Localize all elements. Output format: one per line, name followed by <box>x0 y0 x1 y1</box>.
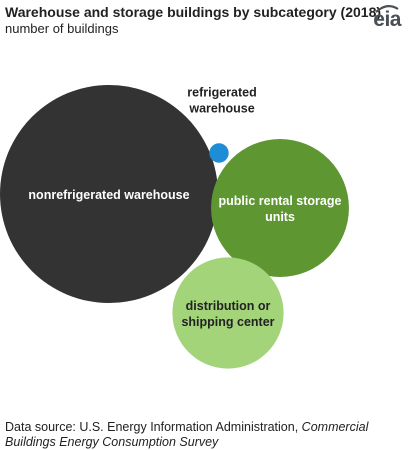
bubble-label-nonrefrigerated-warehouse: nonrefrigerated warehouse <box>28 188 189 202</box>
bubble-public-rental-storage-units <box>211 139 349 277</box>
chart-subtitle: number of buildings <box>5 21 119 36</box>
eia-logo: eia <box>373 8 401 31</box>
data-source-title: Commercial Buildings Energy Consumption … <box>5 420 369 449</box>
bubble-refrigerated-warehouse <box>209 143 229 163</box>
data-source-note: Data source: U.S. Energy Information Adm… <box>5 420 405 450</box>
eia-logo-arc-icon <box>375 5 399 13</box>
bubble-nonrefrigerated-warehouse <box>0 85 218 303</box>
data-source-prefix: Data source: U.S. Energy Information Adm… <box>5 420 302 434</box>
bubble-distribution-or-shipping-center <box>172 257 284 369</box>
chart-title: Warehouse and storage buildings by subca… <box>5 4 382 20</box>
